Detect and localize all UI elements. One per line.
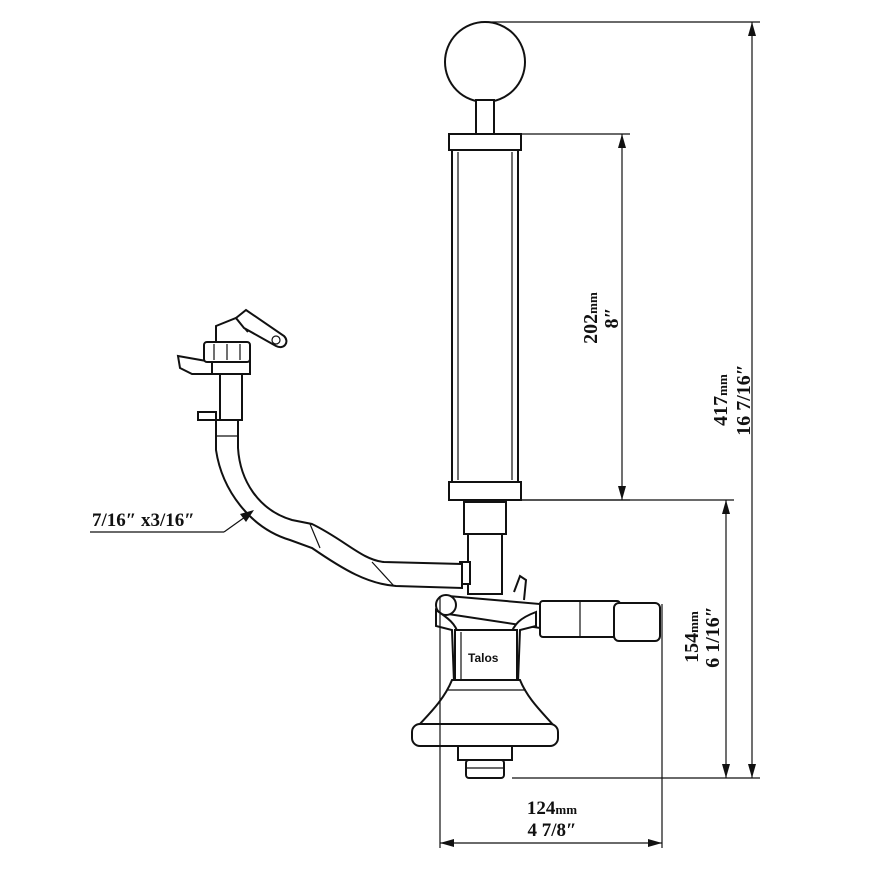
hose-size-label: 7/16″ x3/16″ [92, 510, 195, 531]
tap-body [219, 369, 243, 421]
dimension-labels: 417mm 16 7/16″ 202mm 8″ 154mm 6 1/16″ 12… [92, 292, 755, 841]
hose [215, 419, 463, 590]
barrel-top-cap [448, 133, 522, 151]
hose-assembly [176, 308, 463, 590]
pump-rod [475, 99, 495, 135]
dim-barrel-length-metric: 202mm [580, 292, 602, 344]
coupler-base-skirt [415, 679, 557, 727]
dim-width-imperial: 4 7/8″ [527, 820, 576, 841]
tap-lever [234, 308, 288, 348]
dim-coupler-height-imperial: 6 1/16″ [702, 606, 724, 668]
coupler-base-plate [411, 723, 559, 747]
dimension-lines [90, 21, 760, 848]
pump-barrel [451, 149, 519, 483]
pump-neck [463, 501, 507, 535]
dim-barrel-length-imperial: 8″ [601, 307, 623, 328]
probe-inner [465, 759, 505, 779]
pump-handle-ball [444, 21, 526, 103]
lever-pivot [435, 594, 457, 616]
dim-total-height-imperial: 16 7/16″ [733, 364, 755, 436]
coupler-handle-end [613, 602, 661, 642]
dim-coupler-height-metric: 154mm [681, 611, 703, 663]
barrel-bottom-cap [448, 481, 522, 501]
dim-total-height-metric: 417mm [710, 374, 732, 426]
dim-width-metric: 124mm [527, 798, 577, 819]
coupler-assembly: Talos [411, 594, 661, 779]
pump-stem [467, 533, 503, 595]
brand-logo: Talos [468, 651, 499, 665]
pump-assembly [444, 21, 528, 601]
coupler-body [454, 629, 518, 681]
probe-outer [457, 745, 513, 761]
